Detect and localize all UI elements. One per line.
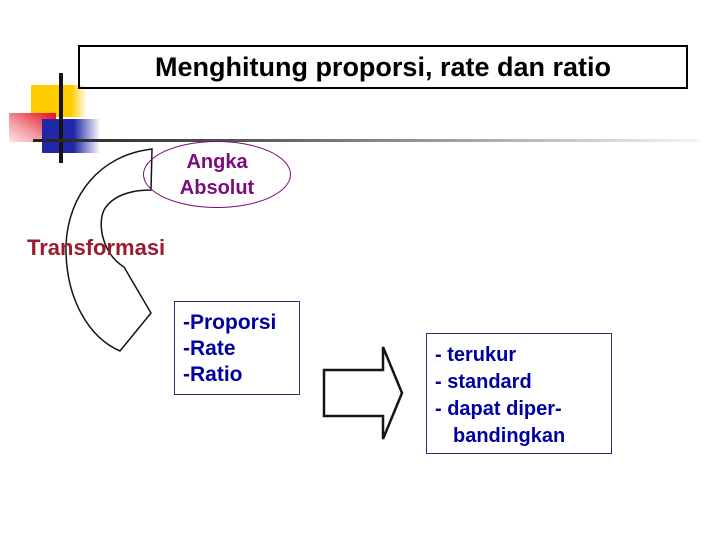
proporsi-box-line: -Proporsi xyxy=(183,311,277,334)
result-box: - terukur - standard - dapat diper- band… xyxy=(426,333,612,454)
slide-title: Menghitung proporsi, rate dan ratio xyxy=(154,51,611,82)
decoration-vertical-line xyxy=(59,73,63,163)
title-box: Menghitung proporsi, rate dan ratio xyxy=(78,45,688,89)
result-box-line: bandingkan xyxy=(453,425,566,447)
block-right-arrow-icon xyxy=(322,346,404,440)
proporsi-box: -Proporsi -Rate -Ratio xyxy=(174,301,300,395)
proporsi-box-line: -Ratio xyxy=(183,363,243,386)
result-box-line: - dapat diper- xyxy=(435,398,562,420)
ellipse-label-line2: Absolut xyxy=(179,176,255,199)
transformasi-label: Transformasi xyxy=(27,235,166,260)
decoration-blue-square xyxy=(42,119,100,153)
proporsi-box-line: -Rate xyxy=(183,337,236,360)
result-box-line: - terukur xyxy=(435,344,517,366)
ellipse-label-line1: Angka xyxy=(186,150,248,173)
decoration-horizontal-rule xyxy=(33,139,700,142)
angka-absolut-ellipse: Angka Absolut xyxy=(143,141,291,208)
result-box-line: - standard xyxy=(435,371,532,393)
